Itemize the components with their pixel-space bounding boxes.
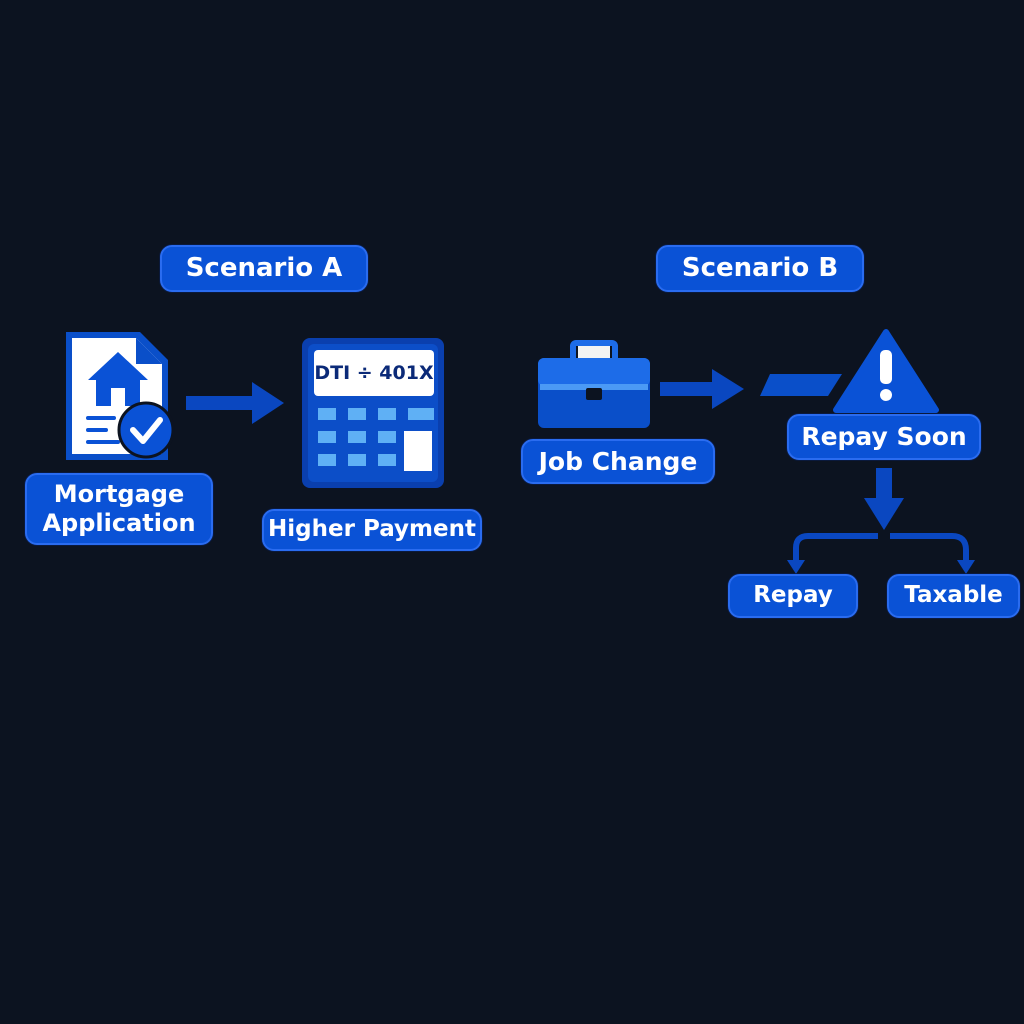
calculator-display: DTI ÷ 401X — [314, 362, 434, 384]
check-icon — [117, 401, 175, 459]
mortgage-application-line2: Application — [42, 509, 196, 537]
down-arrow-icon — [864, 468, 904, 530]
calculator-key — [408, 408, 434, 420]
scenario-a-title: Scenario A — [160, 245, 368, 292]
calculator-key — [378, 454, 396, 466]
scenario-b-title: Scenario B — [656, 245, 864, 292]
calculator-key — [318, 431, 336, 443]
branch-left-arrow-icon — [787, 533, 878, 574]
repay-soon-label: Repay Soon — [787, 414, 981, 460]
calculator-key — [378, 408, 396, 420]
briefcase-icon — [538, 340, 650, 428]
calculator-key — [318, 408, 336, 420]
calculator-icon — [302, 338, 444, 488]
higher-payment-label: Higher Payment — [262, 509, 482, 551]
calculator-key — [378, 431, 396, 443]
mortgage-application-line1: Mortgage — [53, 480, 185, 509]
calculator-key — [348, 408, 366, 420]
warning-icon — [833, 329, 939, 413]
arrow-a-icon — [186, 382, 284, 424]
calculator-key — [348, 431, 366, 443]
arrow-b-icon — [660, 369, 744, 409]
connector-bar-icon — [760, 374, 842, 396]
calculator-key — [318, 454, 336, 466]
mortgage-application-label: Mortgage Application — [25, 473, 213, 545]
taxable-label: Taxable — [887, 574, 1020, 618]
job-change-label: Job Change — [521, 439, 715, 484]
repay-label: Repay — [728, 574, 858, 618]
calculator-key — [348, 454, 366, 466]
branch-right-arrow-icon — [890, 533, 975, 574]
